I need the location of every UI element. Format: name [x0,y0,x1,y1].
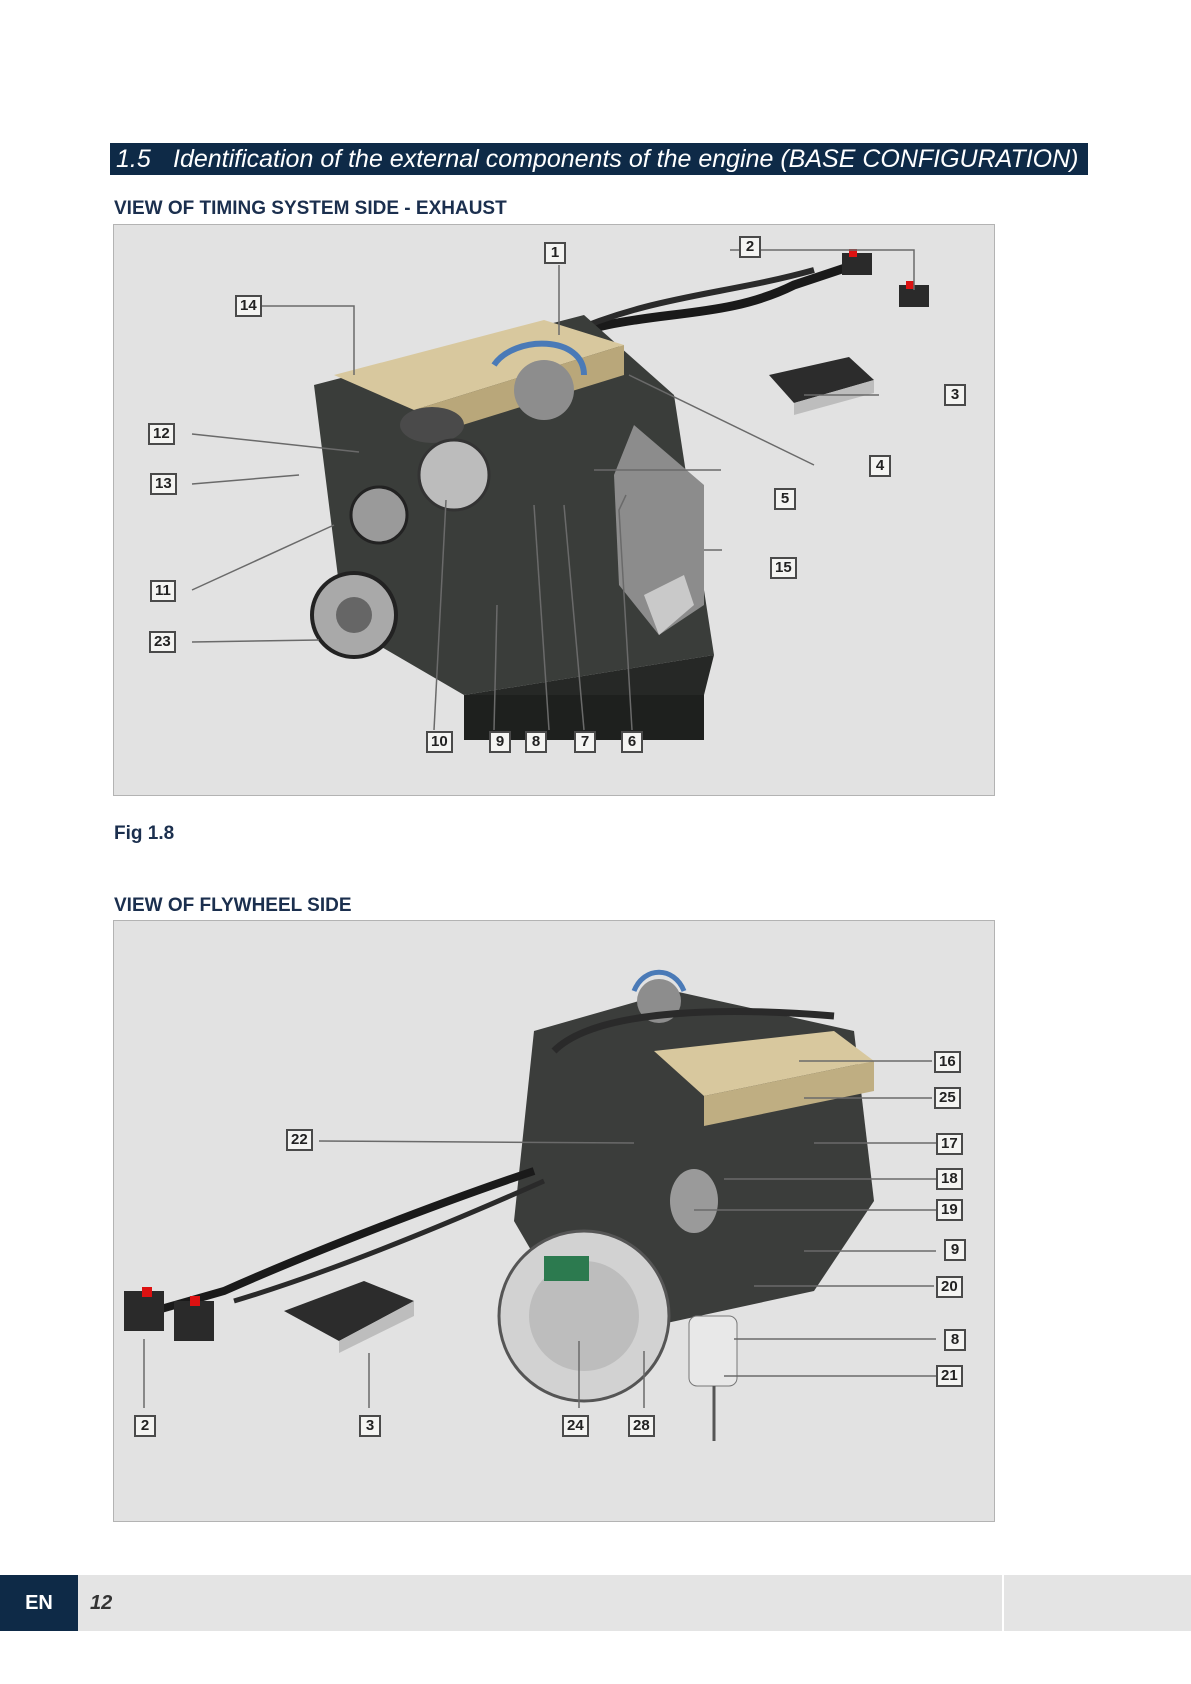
figure-caption: Fig 1.8 [114,823,174,845]
callout-16: 16 [934,1051,961,1073]
callout-9: 9 [489,731,511,753]
callout-18: 18 [936,1168,963,1190]
engine-illustration-flywheel-side [114,921,996,1523]
callout-3: 3 [944,384,966,406]
callout-24: 24 [562,1415,589,1437]
callout-2: 2 [134,1415,156,1437]
callout-10: 10 [426,731,453,753]
section-title: Identification of the external component… [173,145,1079,173]
callout-20: 20 [936,1276,963,1298]
figure-flywheel-side: 16 25 22 17 18 19 9 20 8 21 2 3 24 28 [113,920,995,1522]
callout-8: 8 [525,731,547,753]
callout-1: 1 [544,242,566,264]
callout-28: 28 [628,1415,655,1437]
page-footer: EN 12 [0,1575,1191,1631]
callout-17: 17 [936,1133,963,1155]
callout-8: 8 [944,1329,966,1351]
callout-9: 9 [944,1239,966,1261]
footer-divider [1002,1575,1004,1631]
callout-2: 2 [739,236,761,258]
callout-21: 21 [936,1365,963,1387]
callout-13: 13 [150,473,177,495]
callout-5: 5 [774,488,796,510]
callout-22: 22 [286,1129,313,1151]
callout-25: 25 [934,1087,961,1109]
callout-15: 15 [770,557,797,579]
callout-7: 7 [574,731,596,753]
page-number: 12 [90,1575,112,1631]
callout-4: 4 [869,455,891,477]
figure-timing-side: 1 2 3 4 5 6 7 8 9 10 11 12 13 14 15 23 [113,224,995,796]
callout-19: 19 [936,1199,963,1221]
language-badge: EN [0,1575,78,1631]
section-number: 1.5 [116,143,173,175]
callout-3: 3 [359,1415,381,1437]
callout-23: 23 [149,631,176,653]
callout-12: 12 [148,423,175,445]
view-title-flywheel-side: VIEW OF FLYWHEEL SIDE [114,895,352,917]
callout-11: 11 [150,580,176,602]
callout-6: 6 [621,731,643,753]
view-title-timing-side: VIEW OF TIMING SYSTEM SIDE - EXHAUST [114,198,507,220]
callout-14: 14 [235,295,262,317]
